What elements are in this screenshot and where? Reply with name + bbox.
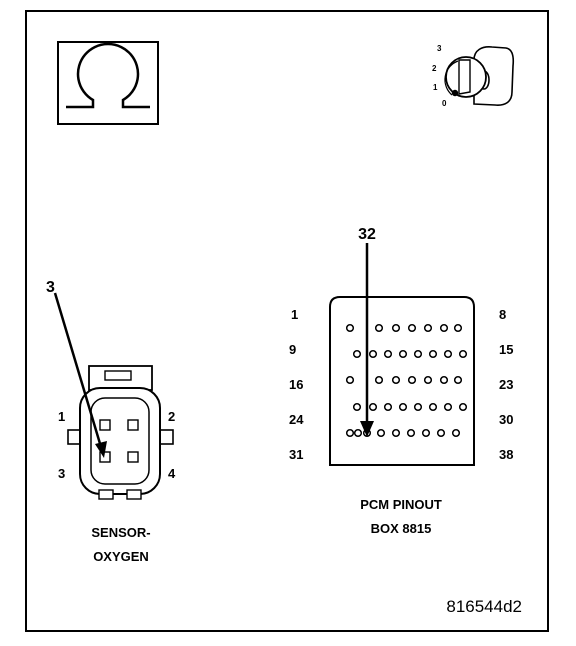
pcm-row-left-label-2: 9	[289, 342, 296, 357]
ignition-position-3: 3	[437, 44, 442, 53]
sensor-cavity-1	[99, 419, 111, 431]
pcm-pin-cavity	[421, 428, 431, 438]
pcm-pin-cavity	[423, 375, 433, 385]
ignition-position-1: 1	[433, 83, 438, 92]
pcm-title-line1: PCM PINOUT	[360, 497, 442, 512]
pcm-pin-cavity	[458, 402, 468, 412]
pcm-pin-cavity	[352, 402, 362, 412]
pcm-pin-cavity	[391, 375, 401, 385]
sensor-pin-label-3: 3	[58, 466, 65, 481]
pcm-pin-cavity	[407, 323, 417, 333]
pcm-pin-cavity	[423, 323, 433, 333]
pcm-pin-cavity	[406, 428, 416, 438]
pcm-pin-cavity	[352, 349, 362, 359]
pcm-row-right-label-2: 15	[499, 342, 513, 357]
sensor-pointer-arrow	[53, 292, 103, 448]
pcm-pin-cavity	[428, 402, 438, 412]
pcm-row-right-label-3: 23	[499, 377, 513, 392]
pcm-pin-cavity	[428, 349, 438, 359]
pcm-pin-cavity	[383, 402, 393, 412]
pcm-pin-cavity	[374, 323, 384, 333]
pcm-pin-cavity	[345, 323, 355, 333]
pcm-pin-cavity	[376, 428, 386, 438]
pcm-pin-cavity	[443, 349, 453, 359]
pcm-pin-cavity	[439, 323, 449, 333]
pcm-title-line2: BOX 8815	[371, 521, 432, 536]
pcm-pin-cavity	[443, 402, 453, 412]
pcm-pin-cavity	[383, 349, 393, 359]
pcm-pin-cavity	[458, 349, 468, 359]
figure-frame	[25, 10, 549, 632]
pcm-row-left-label-3: 16	[289, 377, 303, 392]
oxygen-sensor-connector	[67, 365, 174, 500]
pcm-pin-cavity	[398, 402, 408, 412]
sensor-title-line1: SENSOR-	[91, 525, 150, 540]
pcm-row-left-label-5: 31	[289, 447, 303, 462]
pcm-pin-cavity	[413, 402, 423, 412]
pcm-row-right-label-1: 8	[499, 307, 506, 322]
sensor-pin-label-1: 1	[58, 409, 65, 424]
pcm-pin-cavity	[345, 375, 355, 385]
pcm-pin-cavity	[453, 323, 463, 333]
figure-id: 816544d2	[446, 597, 522, 616]
pcm-pin-cavity	[353, 428, 363, 438]
ohm-symbol-icon	[57, 41, 159, 125]
sensor-title-line2: OXYGEN	[93, 549, 149, 564]
pcm-pin-cavity	[391, 428, 401, 438]
pcm-pin-grid	[345, 323, 468, 438]
ignition-position-0: 0	[442, 99, 447, 108]
pcm-row-left-label-1: 1	[291, 307, 298, 322]
pcm-pin-cavity	[368, 349, 378, 359]
pcm-row-right-label-5: 38	[499, 447, 513, 462]
ignition-position-2: 2	[432, 64, 437, 73]
pcm-pin-cavity	[436, 428, 446, 438]
pcm-pin-cavity	[439, 375, 449, 385]
pcm-pin-cavity	[374, 375, 384, 385]
pcm-pin-cavity	[453, 375, 463, 385]
pcm-row-left-label-4: 24	[289, 412, 304, 427]
sensor-cavity-4	[127, 451, 139, 463]
pcm-pin-cavity	[391, 323, 401, 333]
ignition-key-icon: 3 2 1 0	[432, 44, 515, 108]
sensor-pin-label-4: 4	[168, 466, 176, 481]
sensor-pointer-label: 3	[46, 279, 55, 296]
pcm-pin-cavity	[413, 349, 423, 359]
pcm-pin-cavity	[368, 402, 378, 412]
pcm-row-right-label-4: 30	[499, 412, 513, 427]
sensor-pin-label-2: 2	[168, 409, 175, 424]
pcm-pin-cavity	[407, 375, 417, 385]
pcm-pointer-label: 32	[358, 226, 376, 243]
pcm-pin-cavity	[345, 428, 355, 438]
pcm-pin-cavity	[451, 428, 461, 438]
sensor-cavity-2	[127, 419, 139, 431]
pcm-pin-cavity	[398, 349, 408, 359]
